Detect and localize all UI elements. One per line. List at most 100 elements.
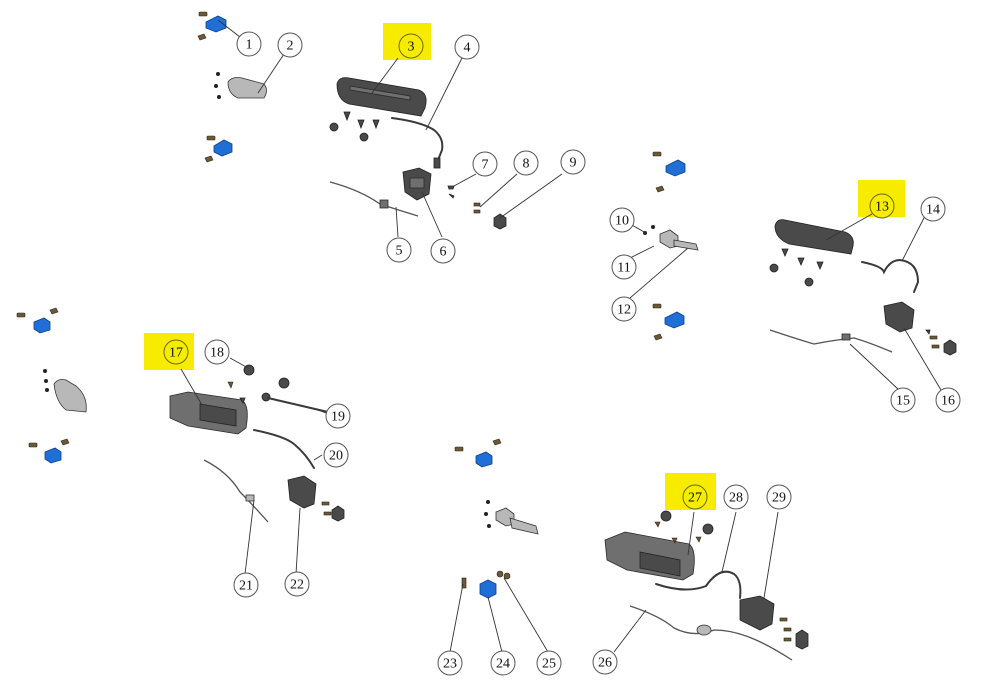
check-strap-bottom[interactable] <box>484 500 539 535</box>
actuator-part-3[interactable] <box>336 77 427 117</box>
callout-21[interactable]: 21 <box>233 572 259 598</box>
callout-19-label: 19 <box>331 410 345 425</box>
callout-23[interactable]: 23 <box>437 650 463 676</box>
fasteners-part-3 <box>329 111 380 142</box>
actuator-part-17[interactable] <box>169 391 248 435</box>
callout-15[interactable]: 15 <box>890 387 916 413</box>
assembly-front-handle <box>197 11 267 163</box>
nuts-part-25[interactable] <box>496 570 511 580</box>
callout-12[interactable]: 12 <box>611 296 637 322</box>
callout-17[interactable]: 17 <box>163 339 189 365</box>
cable-part-21[interactable] <box>203 459 269 523</box>
callout-27-label: 27 <box>688 491 702 506</box>
callout-1-label: 1 <box>246 38 253 53</box>
bracket-left-upper[interactable] <box>16 307 59 334</box>
callout-15-label: 15 <box>896 394 910 409</box>
latch-part-16[interactable] <box>883 301 957 356</box>
callout-22[interactable]: 22 <box>284 571 310 597</box>
cable-part-15[interactable] <box>769 329 893 353</box>
callout-27[interactable]: 27 <box>682 484 708 510</box>
bracket-bottom-upper[interactable] <box>454 438 502 468</box>
latch-part-22[interactable] <box>287 475 345 522</box>
actuator-part-27[interactable] <box>604 510 714 581</box>
callout-13[interactable]: 13 <box>869 193 895 219</box>
callout-24-label: 24 <box>496 657 510 672</box>
callout-22-label: 22 <box>290 578 304 593</box>
assembly-front-actuator <box>329 77 507 230</box>
leader-lines <box>180 19 942 653</box>
callout-6[interactable]: 6 <box>430 238 456 264</box>
callout-29-label: 29 <box>772 491 786 506</box>
callout-14[interactable]: 14 <box>920 196 946 222</box>
cable-part-14[interactable] <box>861 258 920 293</box>
callout-3-label: 3 <box>408 40 415 55</box>
callout-10-label: 10 <box>615 214 629 229</box>
callout-28[interactable]: 28 <box>723 484 749 510</box>
assembly-left-actuator <box>169 364 345 523</box>
callout-2[interactable]: 2 <box>277 32 303 58</box>
callout-20[interactable]: 20 <box>323 442 349 468</box>
callout-13-label: 13 <box>875 200 889 215</box>
bracket-lower-right[interactable] <box>652 303 685 341</box>
callout-21-label: 21 <box>239 579 253 594</box>
callout-18[interactable]: 18 <box>204 339 230 365</box>
cable-part-5[interactable] <box>329 181 419 217</box>
handle-left[interactable] <box>43 369 87 413</box>
screws-part-7[interactable] <box>447 185 455 199</box>
callout-6-label: 6 <box>440 245 447 260</box>
callout-5[interactable]: 5 <box>386 237 412 263</box>
callout-25-label: 25 <box>542 657 556 672</box>
callout-23-label: 23 <box>443 657 457 672</box>
striker-part-9[interactable] <box>493 213 507 230</box>
screw-part-23[interactable] <box>461 577 467 589</box>
callout-9-label: 9 <box>570 156 577 171</box>
rod-part-19[interactable] <box>261 392 329 413</box>
cable-part-26[interactable] <box>629 605 793 661</box>
assembly-check-strap <box>643 151 699 341</box>
assembly-bottom-strap <box>454 438 539 599</box>
callout-7-label: 7 <box>482 158 489 173</box>
callout-26-label: 26 <box>598 656 612 671</box>
bracket-upper-right[interactable] <box>652 151 686 193</box>
grommet-part-18[interactable] <box>227 364 290 404</box>
callout-5-label: 5 <box>396 244 403 259</box>
callout-16-label: 16 <box>941 394 955 409</box>
callout-7[interactable]: 7 <box>472 151 498 177</box>
actuator-part-13[interactable] <box>774 219 854 255</box>
assembly-left-brackets <box>16 307 87 464</box>
fasteners-part-13 <box>769 248 824 287</box>
callout-3[interactable]: 3 <box>398 33 424 59</box>
cable-part-4[interactable] <box>391 117 444 169</box>
bracket-lower[interactable] <box>204 135 233 163</box>
callout-1[interactable]: 1 <box>236 31 262 57</box>
callout-10[interactable]: 10 <box>609 207 635 233</box>
callout-8[interactable]: 8 <box>513 150 539 176</box>
callout-20-label: 20 <box>329 449 343 464</box>
callout-16[interactable]: 16 <box>935 387 961 413</box>
callout-19[interactable]: 19 <box>325 403 351 429</box>
callout-4[interactable]: 4 <box>454 34 480 60</box>
callout-26[interactable]: 26 <box>592 649 618 675</box>
latch-part-29[interactable] <box>739 595 809 650</box>
check-strap-part-12[interactable] <box>643 225 699 251</box>
bracket-part-1[interactable] <box>197 11 227 41</box>
callout-12-label: 12 <box>617 303 631 318</box>
latch-part-6[interactable] <box>402 167 432 201</box>
callout-9[interactable]: 9 <box>560 149 586 175</box>
screws-part-8[interactable] <box>473 202 481 214</box>
callout-11[interactable]: 11 <box>611 254 637 280</box>
callout-4-label: 4 <box>464 41 471 56</box>
bracket-left-lower[interactable] <box>28 438 70 464</box>
callout-11-label: 11 <box>617 261 630 276</box>
callout-25[interactable]: 25 <box>536 650 562 676</box>
cable-part-20[interactable] <box>253 429 315 469</box>
assembly-rear-actuator <box>769 219 957 356</box>
callout-24[interactable]: 24 <box>490 650 516 676</box>
callout-29[interactable]: 29 <box>766 484 792 510</box>
handle-part-2[interactable] <box>214 72 267 99</box>
bracket-part-24[interactable] <box>479 579 497 599</box>
cable-part-28[interactable] <box>655 570 742 599</box>
callout-17-label: 17 <box>169 346 183 361</box>
callout-14-label: 14 <box>926 203 940 218</box>
callouts: 1 2 3 4 5 6 7 8 9 10 11 12 13 14 15 16 1… <box>163 31 961 676</box>
